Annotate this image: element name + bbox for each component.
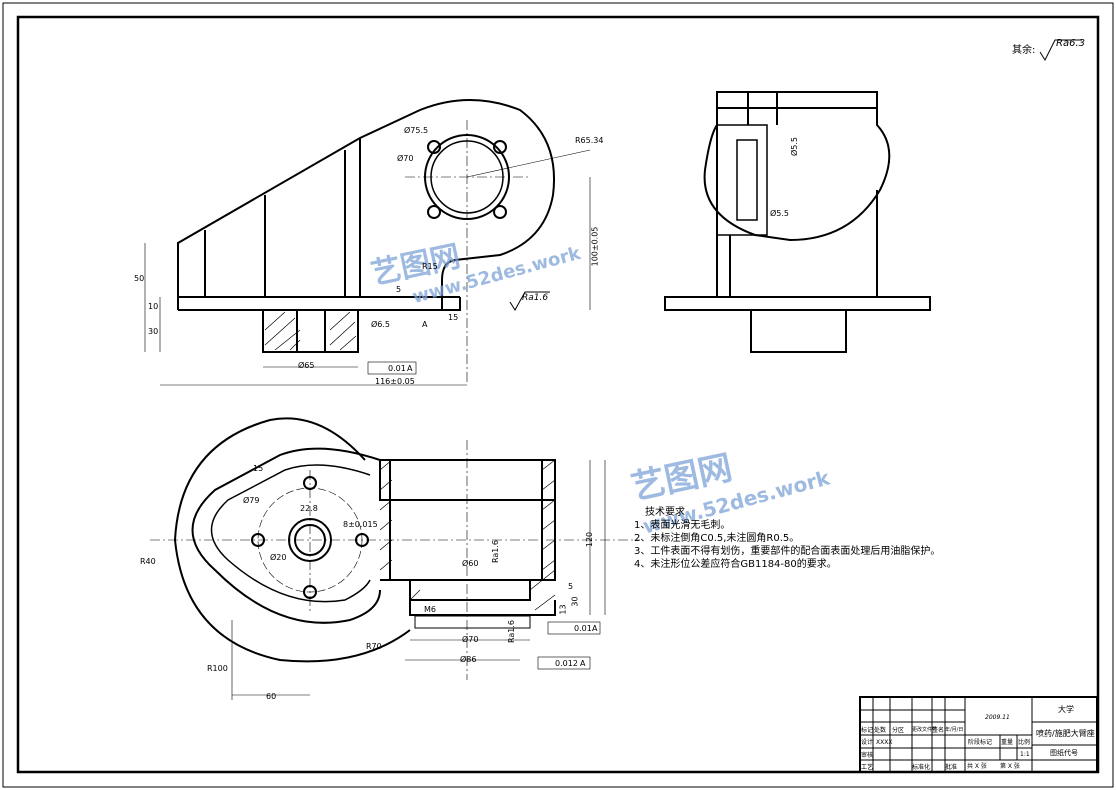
row-sign: 签名 (932, 727, 945, 734)
drawing-code: 图纸代号 (1050, 749, 1078, 757)
part-name: 喷药/施肥大臂座 (1036, 729, 1095, 738)
roughness-symbol-front (509, 291, 550, 311)
dim: 116±0.05 (375, 377, 415, 386)
dim: Ø75.5 (404, 126, 429, 135)
dim: Ø70 (462, 635, 479, 644)
top-dims (150, 440, 640, 700)
stage-label: 阶段标记 (968, 739, 993, 746)
date: 2009.11 (985, 714, 1010, 721)
row-zone: 分区 (892, 727, 905, 734)
dim: A (422, 320, 428, 329)
dim: 0.01 (388, 364, 406, 373)
tech-item: 4、未注形位公差应符合GB1184-80的要求。 (634, 559, 837, 570)
dim: 5 (396, 285, 402, 294)
row-date: 年/月/日 (945, 727, 964, 733)
dim: R70 (366, 642, 382, 651)
dim: 60 (266, 692, 277, 701)
review-label: 审核 (861, 752, 874, 759)
surface-finish-label: 其余: (1012, 45, 1036, 56)
tech-requirements-title: 技术要求 (645, 507, 685, 518)
roughness-symbol (1039, 39, 1082, 62)
dim: 8±0.015 (343, 520, 378, 529)
approve-label: 标准化 (912, 764, 931, 771)
dim: A (580, 659, 586, 668)
dim: 30 (148, 327, 159, 336)
dim: Ra1.6 (507, 619, 517, 644)
row-change: 更改文件号 (912, 727, 938, 733)
tech-item: 2、未标注倒角C0.5,未注圆角R0.5。 (634, 533, 800, 544)
sheet: 第 X 张 (1000, 763, 1020, 770)
dim: Ra1.6 (522, 293, 549, 303)
dim: 13 (558, 604, 568, 615)
dim: 15 (448, 313, 459, 322)
dim: A (407, 364, 413, 373)
front-dims (144, 120, 591, 386)
dim: R40 (140, 557, 156, 566)
front-view (177, 99, 555, 353)
tech-requirements: 技术要求 (645, 506, 685, 519)
scale-label: 比例 (1018, 739, 1031, 746)
dim: M6 (424, 605, 436, 614)
front-hatch (264, 310, 357, 352)
sheets: 共 X 张 (967, 763, 987, 770)
row-mark: 标记 (861, 727, 874, 734)
tech-item: 3、工件表面不得有划伤，重要部件的配合面表面处理后用油脂保护。 (634, 546, 941, 557)
dim: A (592, 624, 598, 633)
dim: Ø5.5 (770, 209, 790, 218)
weight-label: 重量 (1001, 739, 1014, 746)
dim: Ra1.6 (491, 539, 501, 564)
title-block (859, 696, 1098, 773)
surface-finish-value: Ra6.3 (1056, 38, 1085, 49)
dim: Ø60 (462, 559, 479, 568)
dim: Ø86 (460, 655, 477, 664)
dim: 100±0.05 (590, 226, 600, 267)
side-view (664, 91, 931, 353)
dim: 0.01 (574, 624, 592, 633)
dim: Ø20 (270, 553, 287, 562)
dim: Ø5.5 (790, 136, 800, 157)
tech-requirements-list: 1、表面光滑无毛刺。 2、未标注倒角C0.5,未注圆角R0.5。 3、工件表面不… (634, 519, 940, 571)
dim: R65.34 (575, 136, 604, 145)
dim: 15 (253, 464, 264, 473)
dim: Ø6.5 (371, 320, 391, 329)
dim: 10 (148, 302, 159, 311)
designer: XXXX (876, 739, 893, 746)
designer-label: 设计 (861, 739, 874, 746)
dim: R100 (207, 664, 228, 673)
inner-border (16, 15, 1100, 774)
row-count: 处数 (874, 727, 887, 734)
approve-label-2: 批准 (945, 764, 958, 771)
dim: 22.8 (300, 504, 318, 513)
dim: 30 (570, 596, 580, 607)
dim: 120 (585, 531, 595, 548)
dim: Ø70 (397, 154, 414, 163)
top-hatch (379, 459, 556, 611)
dim: Ø79 (243, 496, 260, 505)
dim: 5 (568, 582, 574, 591)
tech-item: 1、表面光滑无毛刺。 (634, 520, 731, 531)
dim: 0.012 (555, 659, 578, 668)
dim: Ø65 (298, 361, 315, 370)
school-name: 大学 (1058, 705, 1074, 714)
dim: 50 (134, 274, 145, 283)
scale: 1:1 (1020, 751, 1030, 758)
dim: R15 (422, 262, 438, 271)
process-label: 工艺 (861, 764, 874, 771)
